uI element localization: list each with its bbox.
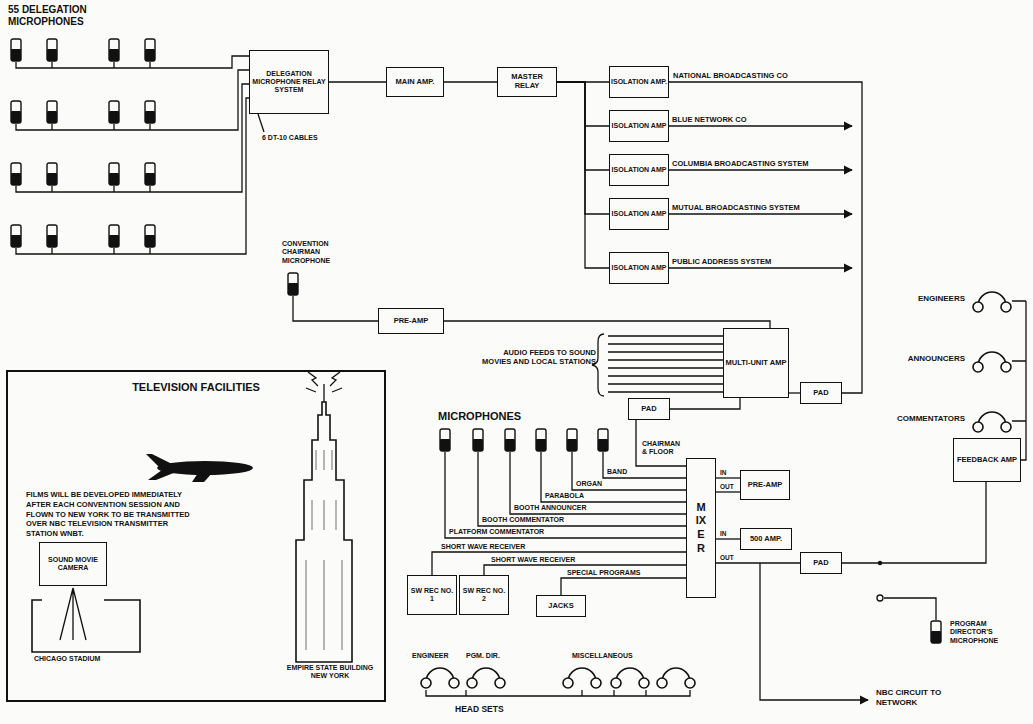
amplifier-box: PRE-AMP bbox=[740, 470, 790, 500]
facilities-panel: TELEVISION FACILITIES FILMS WILL BE DEVEL… bbox=[6, 370, 386, 702]
box-text: DELEGATION MICROPHONE RELAY SYSTEM bbox=[250, 70, 328, 94]
relay-box: MASTER RELAY bbox=[497, 67, 557, 97]
box-text: MAIN AMP. bbox=[396, 78, 435, 87]
output-label: NBC CIRCUIT TO NETWORK bbox=[876, 688, 976, 707]
box-text: PRE-AMP bbox=[748, 481, 783, 490]
box-text: ISOLATION AMP bbox=[612, 264, 667, 272]
line-label: OUT bbox=[719, 554, 735, 562]
line-label: CHAIRMAN & FLOOR bbox=[641, 440, 687, 457]
pad-box: PAD bbox=[800, 382, 842, 404]
signal-line bbox=[789, 392, 800, 393]
signal-line bbox=[561, 578, 686, 595]
signal-line bbox=[557, 82, 609, 214]
jack-box: JACKS bbox=[536, 595, 586, 617]
box-text: ISOLATION AMP bbox=[612, 166, 667, 174]
headset-label: COMMENTATORS bbox=[850, 414, 965, 424]
mixer-box: MIXER bbox=[686, 458, 716, 598]
box-text: JACKS bbox=[548, 602, 573, 611]
amplifier-box: ISOLATION AMP bbox=[609, 198, 669, 230]
line-label: SHORT WAVE RECEIVER bbox=[440, 543, 526, 551]
amplifier-box: ISOLATION AMP bbox=[609, 252, 669, 284]
feed-note: AUDIO FEEDS TO SOUND MOVIES AND LOCAL ST… bbox=[478, 348, 596, 366]
panel-note: FILMS WILL BE DEVELOPED IMMEDIATELY AFTE… bbox=[26, 490, 198, 539]
cable-note: 6 DT-10 CABLES bbox=[262, 134, 352, 142]
microphone-label: ORGAN bbox=[576, 480, 682, 488]
network-name: MUTUAL BROADCASTING SYSTEM bbox=[672, 203, 852, 212]
box-text: 500 AMP. bbox=[750, 535, 782, 544]
box-text: SOUND MOVIE CAMERA bbox=[40, 556, 106, 572]
signal-line bbox=[444, 81, 497, 82]
signal-line bbox=[842, 482, 986, 563]
line-label: IN bbox=[719, 469, 728, 477]
box-text: ISOLATION AMP bbox=[612, 122, 667, 130]
microphone-label: BOOTH COMMENTATOR bbox=[482, 516, 682, 524]
box-text: MIXER bbox=[696, 501, 707, 556]
building-label: CHICAGO STADIUM bbox=[34, 655, 144, 663]
relay-box: DELEGATION MICROPHONE RELAY SYSTEM bbox=[249, 50, 329, 114]
panel-heading: TELEVISION FACILITIES bbox=[8, 380, 384, 394]
amplifier-box: MAIN AMP. bbox=[386, 67, 444, 97]
amplifier-box: MULTI-UNIT AMP bbox=[723, 328, 789, 398]
signal-line bbox=[716, 491, 740, 492]
group-title: HEAD SETS bbox=[455, 704, 545, 714]
headset-label: ENGINEER bbox=[412, 652, 468, 660]
box-text: PRE-AMP bbox=[394, 317, 429, 326]
box-text: SW REC NO. 2 bbox=[460, 587, 508, 603]
pad-box: PAD bbox=[800, 552, 842, 574]
amplifier-box: PRE-AMP bbox=[378, 308, 444, 334]
signal-line bbox=[716, 477, 740, 478]
headset-label: ENGINEERS bbox=[870, 294, 965, 304]
receiver-box: SW REC NO. 2 bbox=[459, 575, 509, 615]
box-text: PAD bbox=[813, 559, 828, 568]
network-name: PUBLIC ADDRESS SYSTEM bbox=[672, 257, 852, 266]
network-name: BLUE NETWORK CO bbox=[672, 115, 852, 124]
box-text: ISOLATION AMP bbox=[612, 210, 667, 218]
headset-label: ANNOUNCERS bbox=[870, 354, 965, 364]
box-text: SW REC NO. 1 bbox=[408, 587, 456, 603]
line-label: NATIONAL BROADCASTING CO bbox=[672, 71, 789, 80]
amplifier-box: ISOLATION AMP bbox=[609, 110, 669, 142]
signal-line bbox=[432, 552, 686, 575]
microphone-label: PLATFORM COMMENTATOR bbox=[449, 528, 683, 536]
signal-line bbox=[716, 562, 800, 563]
group-title: MICROPHONES bbox=[438, 410, 638, 423]
signal-line bbox=[636, 420, 686, 466]
building-label: EMPIRE STATE BUILDING NEW YORK bbox=[282, 664, 378, 681]
signal-line bbox=[329, 81, 386, 82]
microphone-label: CONVENTION CHAIRMAN MICROPHONE bbox=[282, 240, 362, 265]
signal-line bbox=[557, 82, 609, 170]
box-text: ISOLATION AMP. bbox=[611, 78, 667, 86]
line-label: SPECIAL PROGRAMS bbox=[566, 569, 641, 577]
amplifier-box: ISOLATION AMP bbox=[609, 154, 669, 186]
signal-line bbox=[557, 82, 609, 126]
box-text: PAD bbox=[641, 405, 656, 414]
signal-line bbox=[716, 538, 740, 539]
box-text: MASTER RELAY bbox=[498, 73, 556, 90]
receiver-box: SW REC NO. 1 bbox=[407, 575, 457, 615]
network-name: COLUMBIA BROADCASTING SYSTEM bbox=[672, 159, 852, 168]
box-text: FEEDBACK AMP bbox=[957, 456, 1017, 465]
line-label: IN bbox=[719, 530, 728, 538]
signal-line bbox=[557, 82, 609, 268]
box-text: MULTI-UNIT AMP bbox=[726, 359, 787, 368]
signal-line bbox=[444, 321, 770, 328]
signal-line bbox=[670, 398, 740, 409]
headset-label: MISCELLANEOUS bbox=[572, 652, 672, 660]
microphone-label: PROGRAM DIRECTOR'S MICROPHONE bbox=[950, 620, 1028, 645]
amplifier-box: FEEDBACK AMP bbox=[953, 438, 1021, 482]
box-text: PAD bbox=[813, 389, 828, 398]
microphone-label: PARABOLA bbox=[545, 492, 683, 500]
pad-box: PAD bbox=[628, 398, 670, 420]
group-title: 55 DELEGATION MICROPHONES bbox=[8, 4, 108, 28]
line-label: OUT bbox=[719, 483, 735, 491]
line-label: SHORT WAVE RECEIVER bbox=[490, 556, 576, 564]
microphone-label: BAND bbox=[607, 468, 683, 476]
amplifier-box: ISOLATION AMP. bbox=[609, 66, 669, 98]
camera-box: SOUND MOVIE CAMERA bbox=[39, 542, 107, 586]
microphone-label: BOOTH ANNOUNCER bbox=[514, 504, 682, 512]
headset-label: PGM. DIR. bbox=[466, 652, 522, 660]
amplifier-box: 500 AMP. bbox=[740, 528, 792, 550]
